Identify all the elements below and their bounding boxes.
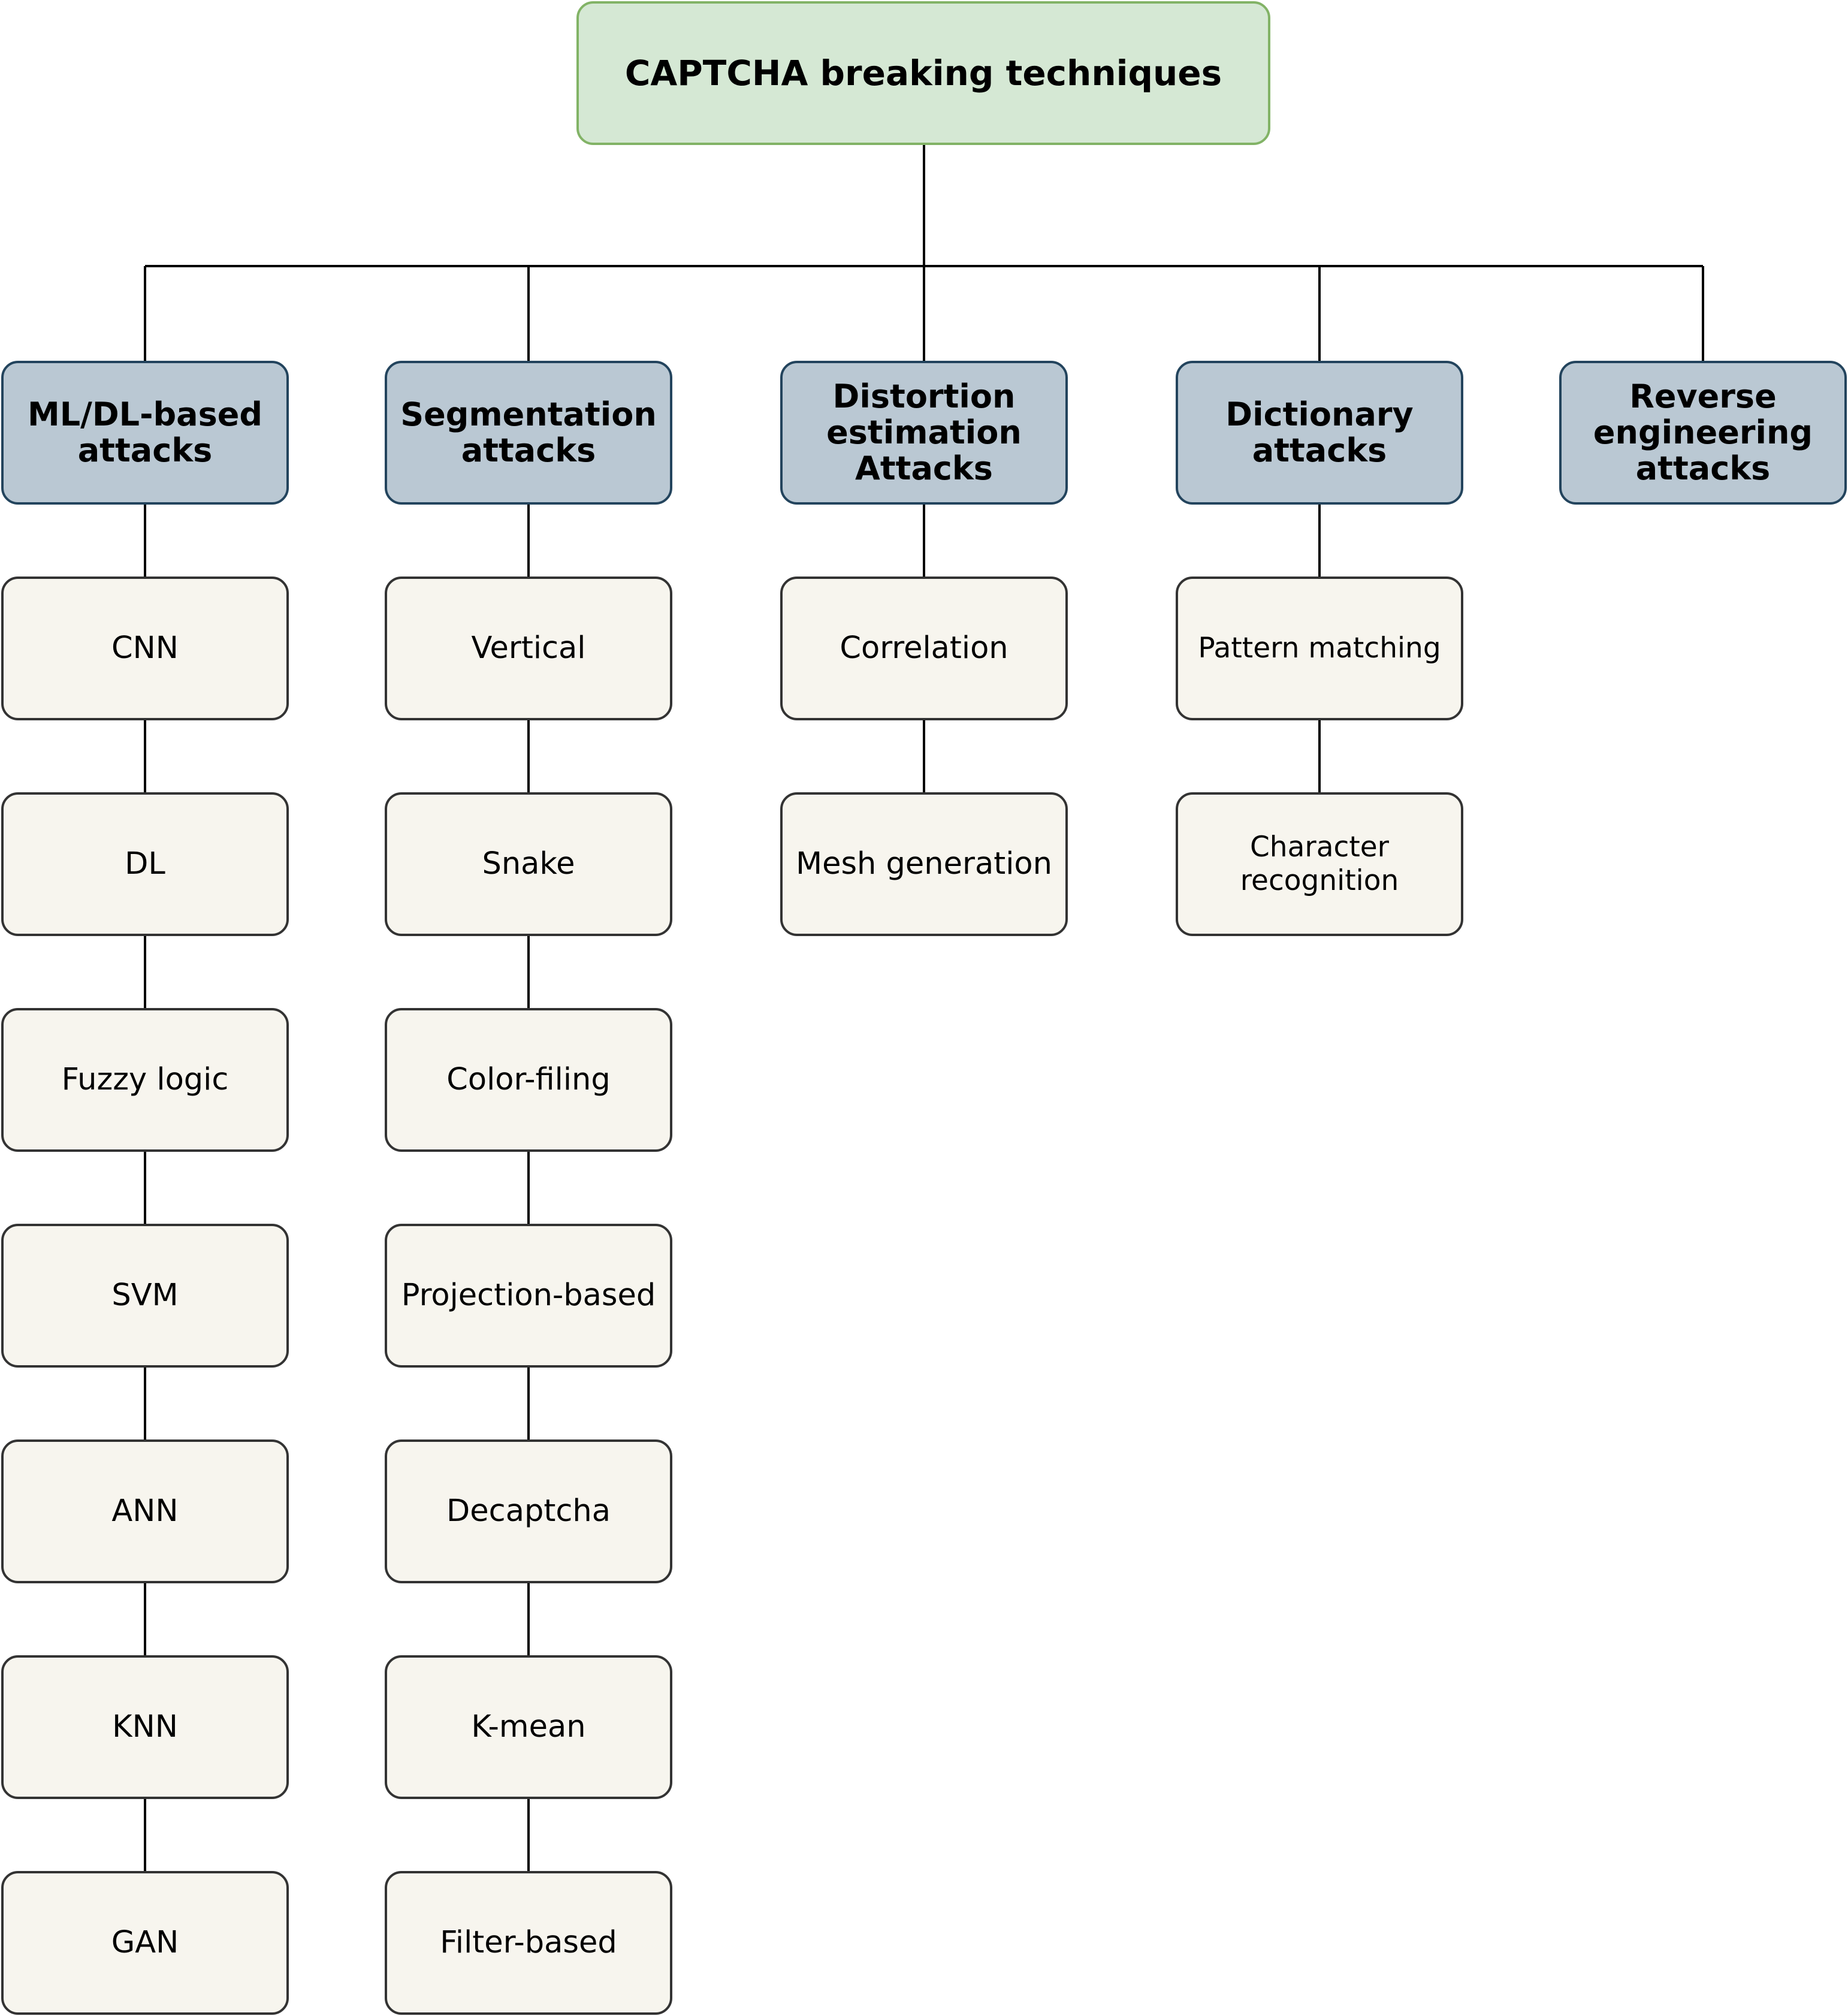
category-distortion-label: Distortion estimation Attacks (826, 378, 1022, 487)
category-dictionary-label: Dictionary attacks (1225, 396, 1414, 469)
leaf-ann-label: ANN (111, 1493, 179, 1529)
leaf-snake-label: Snake (482, 846, 575, 882)
root-node: CAPTCHA breaking techniques (576, 1, 1270, 145)
category-reverse-node: Reverse engineering attacks (1559, 361, 1847, 505)
leaf-snake-node: Snake (385, 792, 672, 936)
leaf-cnn-label: CNN (111, 630, 179, 666)
leaf-color-filing-label: Color-filing (446, 1062, 611, 1097)
leaf-vertical-label: Vertical (471, 630, 586, 666)
leaf-projection-based-node: Projection-based (385, 1224, 672, 1368)
leaf-filter-based-node: Filter-based (385, 1871, 672, 2015)
leaf-vertical-node: Vertical (385, 577, 672, 720)
leaf-fuzzy-logic-node: Fuzzy logic (1, 1008, 289, 1152)
connector-lines (144, 145, 1704, 1871)
leaf-k-mean-node: K-mean (385, 1655, 672, 1799)
leaf-svm-label: SVM (111, 1278, 179, 1313)
leaf-knn-label: KNN (112, 1709, 178, 1745)
leaf-mesh-generation-node: Mesh generation (780, 792, 1068, 936)
leaf-fuzzy-logic-label: Fuzzy logic (61, 1062, 229, 1097)
category-dictionary-node: Dictionary attacks (1176, 361, 1463, 505)
category-distortion-node: Distortion estimation Attacks (780, 361, 1068, 505)
leaf-decaptcha-label: Decaptcha (446, 1493, 611, 1529)
leaf-svm-node: SVM (1, 1224, 289, 1368)
leaf-mesh-generation-label: Mesh generation (796, 846, 1052, 882)
leaf-gan-label: GAN (111, 1925, 179, 1960)
leaf-filter-based-label: Filter-based (440, 1925, 617, 1960)
leaf-dl-label: DL (125, 846, 165, 882)
category-reverse-label: Reverse engineering attacks (1593, 378, 1813, 487)
leaf-character-recognition-node: Character recognition (1176, 792, 1463, 936)
leaf-pattern-matching-label: Pattern matching (1198, 632, 1441, 665)
category-segmentation-label: Segmentation attacks (400, 396, 657, 469)
leaf-pattern-matching-node: Pattern matching (1176, 577, 1463, 720)
category-ml-dl-based-label: ML/DL-based attacks (27, 396, 263, 469)
leaf-decaptcha-node: Decaptcha (385, 1439, 672, 1583)
leaf-dl-node: DL (1, 792, 289, 936)
leaf-k-mean-label: K-mean (471, 1709, 586, 1745)
leaf-character-recognition-label: Character recognition (1240, 831, 1399, 897)
leaf-color-filing-node: Color-filing (385, 1008, 672, 1152)
leaf-correlation-label: Correlation (840, 630, 1008, 666)
category-segmentation-node: Segmentation attacks (385, 361, 672, 505)
leaf-ann-node: ANN (1, 1439, 289, 1583)
leaf-projection-based-label: Projection-based (401, 1278, 656, 1313)
leaf-cnn-node: CNN (1, 577, 289, 720)
leaf-knn-node: KNN (1, 1655, 289, 1799)
leaf-gan-node: GAN (1, 1871, 289, 2015)
leaf-correlation-node: Correlation (780, 577, 1068, 720)
category-ml-dl-based-node: ML/DL-based attacks (1, 361, 289, 505)
root-node-label: CAPTCHA breaking techniques (624, 52, 1222, 93)
